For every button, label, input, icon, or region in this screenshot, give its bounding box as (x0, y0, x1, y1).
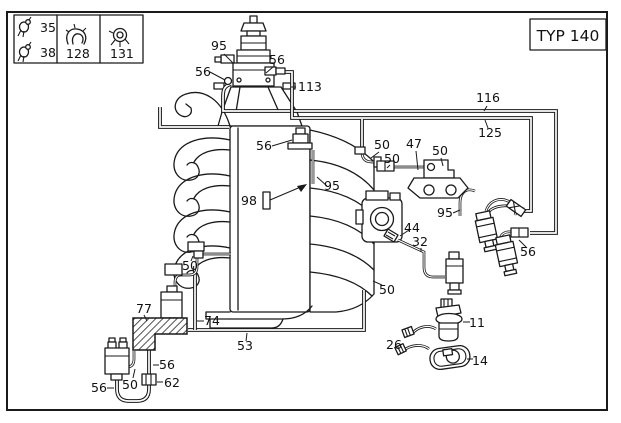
part-label-74: 74 (204, 313, 220, 328)
type-designation-label: TYP 140 (536, 27, 600, 45)
part-label-53: 53 (237, 338, 253, 353)
part-label-113: 113 (298, 79, 322, 94)
part-label-125: 125 (478, 125, 502, 140)
part-label-50: 50 (374, 137, 390, 152)
check-valve (493, 233, 521, 278)
fitting-44 (383, 228, 399, 243)
manifold-plenum (229, 125, 311, 313)
part-label-131: 131 (110, 46, 134, 61)
part-label-56: 56 (256, 138, 272, 153)
part-label-95: 95 (324, 178, 340, 193)
bracket-47 (407, 159, 469, 199)
check-valve-cluster (473, 198, 529, 278)
engine-assembly (173, 82, 403, 329)
part-label-50: 50 (384, 151, 400, 166)
legend-box: 35 38 128 131 (13, 14, 144, 64)
part-label-50: 50 (122, 377, 138, 392)
part-label-98: 98 (241, 193, 257, 208)
vent-valve-lower-left (104, 337, 130, 381)
page-border (6, 11, 608, 411)
grommet-icon (108, 27, 130, 47)
part-label-56: 56 (195, 64, 211, 79)
part-label-44: 44 (404, 220, 420, 235)
heat-shield-77 (132, 317, 188, 351)
idle-air-valve (214, 15, 286, 87)
intake-runners-left (173, 91, 231, 289)
fitting-50-engine-left (187, 241, 205, 259)
inline-valve (505, 198, 527, 218)
part-label-116: 116 (476, 90, 500, 105)
part-label-56: 56 (91, 380, 107, 395)
part-label-50: 50 (379, 282, 395, 297)
type-designation-box: TYP 140 (529, 18, 607, 51)
part-label-77: 77 (136, 301, 152, 316)
hose-26 (394, 343, 407, 356)
part-label-95: 95 (211, 38, 227, 53)
part-label-32: 32 (412, 234, 428, 249)
part-label-56: 56 (269, 52, 285, 67)
part-label-56: 56 (520, 244, 536, 259)
hose-clamp-icon (17, 16, 32, 38)
part-label-128: 128 (66, 46, 90, 61)
grommet-14 (429, 344, 471, 371)
label-plate-98 (262, 191, 271, 210)
leader-lines (107, 53, 528, 389)
purge-valve-11 (401, 298, 463, 342)
part-label-47: 47 (406, 136, 422, 151)
vacuum-lines (115, 70, 558, 403)
part-label-26: 26 (386, 337, 402, 352)
part-label-95: 95 (437, 205, 453, 220)
part-label-50: 50 (182, 258, 198, 273)
connector-block (164, 263, 183, 276)
part-label-35: 35 (40, 20, 56, 35)
intake-runner-fan (309, 129, 375, 313)
part-label-14: 14 (472, 353, 488, 368)
arrowhead (297, 184, 307, 192)
coupler-62 (141, 373, 157, 386)
fitting-56-left (223, 76, 233, 86)
valve-32 (445, 251, 464, 295)
part-label-56: 56 (159, 357, 175, 372)
fitting-56-right (264, 66, 277, 76)
fitting-56-manifold (287, 127, 313, 150)
air-collector (221, 86, 298, 113)
part-callouts: 95 56 56 113 116 125 50 50 47 50 56 95 9… (91, 38, 536, 395)
engine-bottom (205, 305, 313, 320)
part-label-62: 62 (164, 375, 180, 390)
part-label-11: 11 (469, 315, 485, 330)
hose-elbow-icon (65, 23, 87, 45)
hose-clamp-icon (17, 41, 32, 63)
part-label-50: 50 (432, 143, 448, 158)
part-label-38: 38 (40, 45, 56, 60)
